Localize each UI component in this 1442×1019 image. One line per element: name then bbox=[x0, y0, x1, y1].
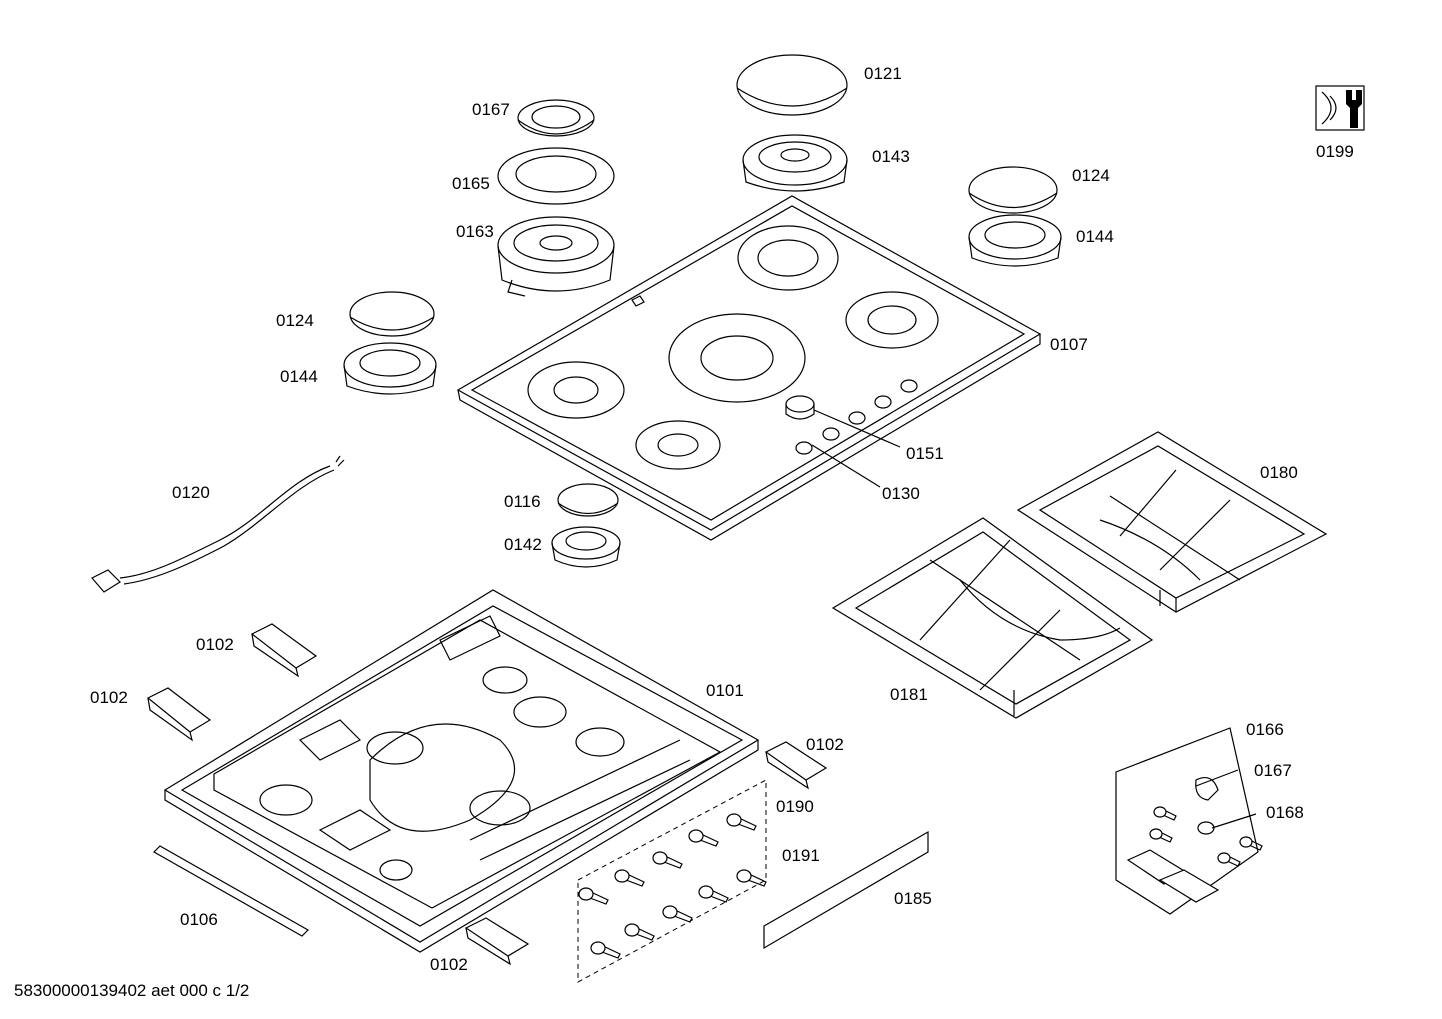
label-0124: 0124 bbox=[1072, 166, 1110, 185]
hob-top-panel bbox=[456, 195, 1042, 541]
hob-bottom-tray bbox=[163, 589, 760, 953]
label-0168: 0168 bbox=[1266, 803, 1304, 822]
kit-screw bbox=[1153, 806, 1177, 821]
screw-set bbox=[577, 779, 1263, 983]
label-0185: 0185 bbox=[894, 889, 932, 908]
rating-label-strip bbox=[763, 830, 929, 950]
screw bbox=[652, 851, 683, 869]
screw bbox=[736, 869, 767, 887]
screw bbox=[726, 813, 757, 831]
label-0167: 0167 bbox=[1254, 761, 1292, 780]
pan-support-left bbox=[831, 517, 1154, 719]
wok-flame-ring bbox=[497, 147, 615, 205]
label-0120: 0120 bbox=[172, 483, 210, 502]
label-0106: 0106 bbox=[180, 910, 218, 929]
mounting-clip-c bbox=[764, 741, 828, 790]
label-0130: 0130 bbox=[882, 484, 920, 503]
burner-cap-right bbox=[968, 166, 1058, 214]
screw bbox=[688, 829, 719, 847]
label-0124: 0124 bbox=[276, 311, 314, 330]
label-0116: 0116 bbox=[504, 492, 541, 511]
screw bbox=[590, 941, 621, 959]
drawing-number: 58300000139402 aet 000 c 1/2 bbox=[14, 981, 250, 1000]
screw bbox=[578, 887, 609, 905]
label-0190: 0190 bbox=[776, 797, 814, 816]
label-0166: 0166 bbox=[1246, 720, 1284, 739]
wok-burner-body bbox=[497, 216, 615, 297]
wok-cap-ring bbox=[517, 99, 595, 137]
label-0167: 0167 bbox=[472, 100, 510, 119]
label-0144: 0144 bbox=[1076, 227, 1114, 246]
label-0163: 0163 bbox=[456, 222, 494, 241]
control-knob bbox=[785, 395, 901, 488]
mounting-clip-b bbox=[146, 687, 212, 742]
label-0165: 0165 bbox=[452, 174, 490, 193]
label-0102: 0102 bbox=[196, 635, 234, 654]
label-0142: 0142 bbox=[504, 535, 542, 554]
label-0102: 0102 bbox=[430, 955, 468, 974]
wrench-icon bbox=[1315, 85, 1365, 131]
kit-screw bbox=[1239, 836, 1263, 851]
screw bbox=[624, 923, 655, 941]
screw bbox=[698, 885, 729, 903]
burner-body-small bbox=[551, 526, 621, 568]
label-0107: 0107 bbox=[1050, 335, 1088, 354]
burner-body-large bbox=[742, 134, 848, 192]
burner-body-left bbox=[343, 342, 437, 395]
leader-lines bbox=[1195, 769, 1257, 829]
power-cable bbox=[91, 455, 345, 593]
label-0144: 0144 bbox=[280, 367, 318, 386]
screw bbox=[662, 905, 693, 923]
label-0151: 0151 bbox=[906, 444, 944, 463]
burner-body-right bbox=[968, 214, 1062, 267]
burner-cap-left bbox=[349, 291, 435, 337]
label-0121: 0121 bbox=[864, 64, 902, 83]
label-0199: 0199 bbox=[1316, 142, 1354, 161]
sealing-strip bbox=[153, 845, 309, 937]
label-0101: 0101 bbox=[706, 681, 744, 700]
mounting-clip-a bbox=[250, 623, 318, 678]
pan-support-right bbox=[1016, 431, 1328, 613]
burner-cap-small bbox=[557, 483, 619, 517]
mounting-clip-d bbox=[464, 917, 530, 966]
label-0180: 0180 bbox=[1260, 463, 1298, 482]
label-0191: 0191 bbox=[782, 846, 820, 865]
conversion-kit-bag bbox=[1115, 727, 1259, 915]
label-0143: 0143 bbox=[872, 147, 910, 166]
label-0181: 0181 bbox=[890, 685, 928, 704]
label-0102: 0102 bbox=[806, 735, 844, 754]
label-0102: 0102 bbox=[90, 688, 128, 707]
screw bbox=[614, 869, 645, 887]
burner-cap-large bbox=[736, 54, 848, 116]
kit-screw bbox=[1217, 852, 1241, 867]
kit-screw bbox=[1149, 828, 1173, 843]
